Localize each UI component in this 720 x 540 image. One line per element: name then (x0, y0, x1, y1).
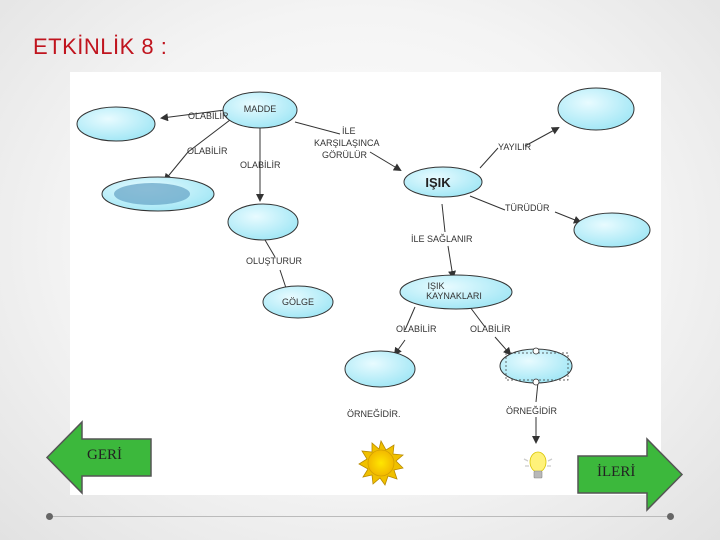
isik-kaynaklari-label-1: IŞIK (427, 281, 444, 291)
sun-icon (358, 439, 404, 486)
madde-node (222, 91, 298, 129)
edge-ile-1: İLE (342, 126, 356, 136)
next-button[interactable] (574, 437, 684, 512)
isik-node (403, 166, 483, 198)
madde-label: MADDE (244, 104, 277, 114)
edge-olusturur: OLUŞTURUR (246, 256, 303, 266)
golge-label: GÖLGE (282, 297, 314, 307)
slide-title: ETKİNLİK 8 : (33, 34, 168, 59)
edge-ornegidir-1: ÖRNEĞİDİR. (347, 409, 401, 419)
left-arrow-icon (45, 420, 152, 495)
edge-olabilir-1: OLABİLİR (188, 111, 229, 121)
edge-olabilir-3: OLABİLİR (240, 160, 281, 170)
bottom-rule (52, 516, 670, 517)
concept-map: MADDE IŞIK GÖLGE IŞIK KAYNAKLARI OLABİLİ… (76, 87, 651, 486)
empty-node-right (573, 212, 651, 248)
light-bulb-icon (523, 451, 553, 479)
isik-kaynaklari-node (399, 274, 513, 310)
blurred-patch (114, 183, 190, 205)
back-button-label: GERİ (87, 447, 122, 463)
edge-turudur: TÜRÜDÜR (505, 203, 550, 213)
edge-ile-3: GÖRÜLÜR (322, 150, 368, 160)
isik-kaynaklari-label-2: KAYNAKLARI (426, 291, 482, 301)
edge-ile-saglanir: İLE SAĞLANIR (411, 234, 473, 244)
empty-node-top-left (76, 106, 156, 142)
empty-node-top-right (557, 87, 635, 131)
empty-node-mid (227, 203, 299, 241)
edge-ile-2: KARŞILAŞINCA (314, 138, 380, 148)
golge-node (262, 285, 334, 319)
bottom-rule-right-dot (667, 513, 674, 520)
edge-olabilir-k1: OLABİLİR (396, 324, 437, 334)
concept-map-panel (70, 72, 661, 495)
edge-yayilir: YAYILIR (498, 142, 532, 152)
isik-label: IŞIK (425, 175, 451, 190)
next-button-label: İLERİ (597, 464, 636, 480)
edge-ornegidir-2: ÖRNEĞİDİR (506, 406, 558, 416)
back-button[interactable] (45, 420, 155, 495)
edge-olabilir-2: OLABİLİR (187, 146, 228, 156)
right-arrow-icon (577, 437, 684, 512)
empty-node-bottom-left (344, 350, 416, 388)
bottom-rule-left-dot (46, 513, 53, 520)
edge-olabilir-k2: OLABİLİR (470, 324, 511, 334)
